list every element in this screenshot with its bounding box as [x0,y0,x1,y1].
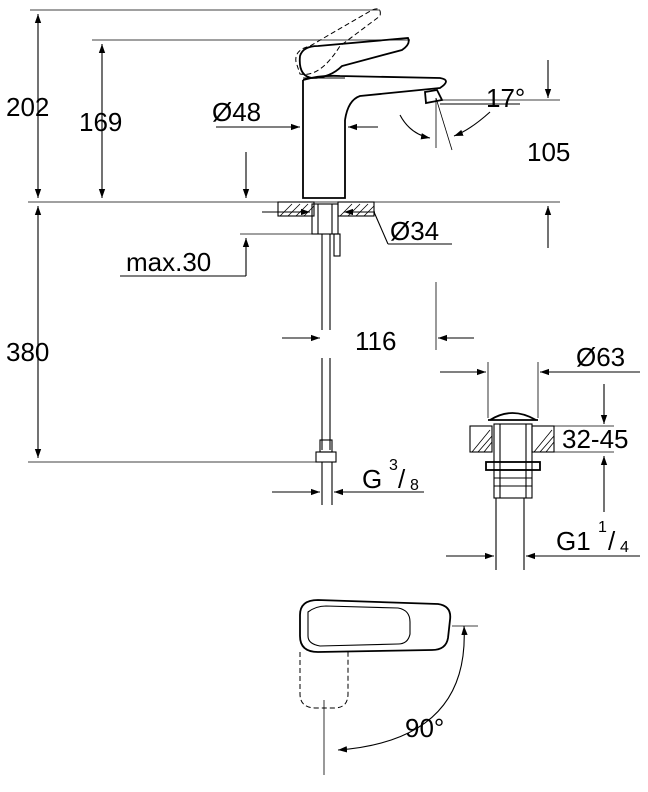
label-max30: max.30 [126,247,211,277]
label-g114: G1 [556,526,591,556]
label-g38-numerator: 3 [389,457,398,474]
dimension-d63: Ø63 [440,342,640,418]
dimension-17deg: 17° [399,83,525,151]
dimension-169: 169 [79,39,410,198]
dimension-202: 202 [6,9,380,198]
dimension-g38: G 3 / 8 [272,457,424,496]
label-17deg: 17° [486,83,525,113]
label-g114-slash: / [608,526,616,556]
label-g38: G [362,464,382,494]
dimension-32-45: 32-45 [554,384,629,512]
dimension-max30: max.30 [120,152,250,277]
label-d63: Ø63 [576,342,625,372]
label-d34: Ø34 [390,216,439,246]
label-g38-denominator: 8 [410,477,419,494]
label-116: 116 [355,326,396,356]
dimension-116: 116 [282,282,474,356]
deck-section [240,201,375,257]
waste-valve [469,412,555,570]
label-202: 202 [6,92,49,122]
dimension-380: 380 [6,206,320,463]
label-32-45: 32-45 [562,424,629,454]
dimension-105: 105 [442,60,570,248]
label-g38-slash: / [398,464,406,494]
label-380: 380 [6,337,49,367]
dimension-g114: G1 1 / 4 [446,519,640,560]
label-d48: Ø48 [212,97,261,127]
label-g114-numerator: 1 [598,519,607,536]
faucet-body [295,8,447,199]
label-105: 105 [527,137,570,167]
lever-top-view: 90° [299,599,478,775]
label-90deg: 90° [405,713,444,743]
dimension-d48: Ø48 [212,97,378,131]
label-g114-denominator: 4 [620,539,629,556]
supply-hose [315,234,337,505]
label-169: 169 [79,107,122,137]
dimension-d34: Ø34 [262,208,452,246]
